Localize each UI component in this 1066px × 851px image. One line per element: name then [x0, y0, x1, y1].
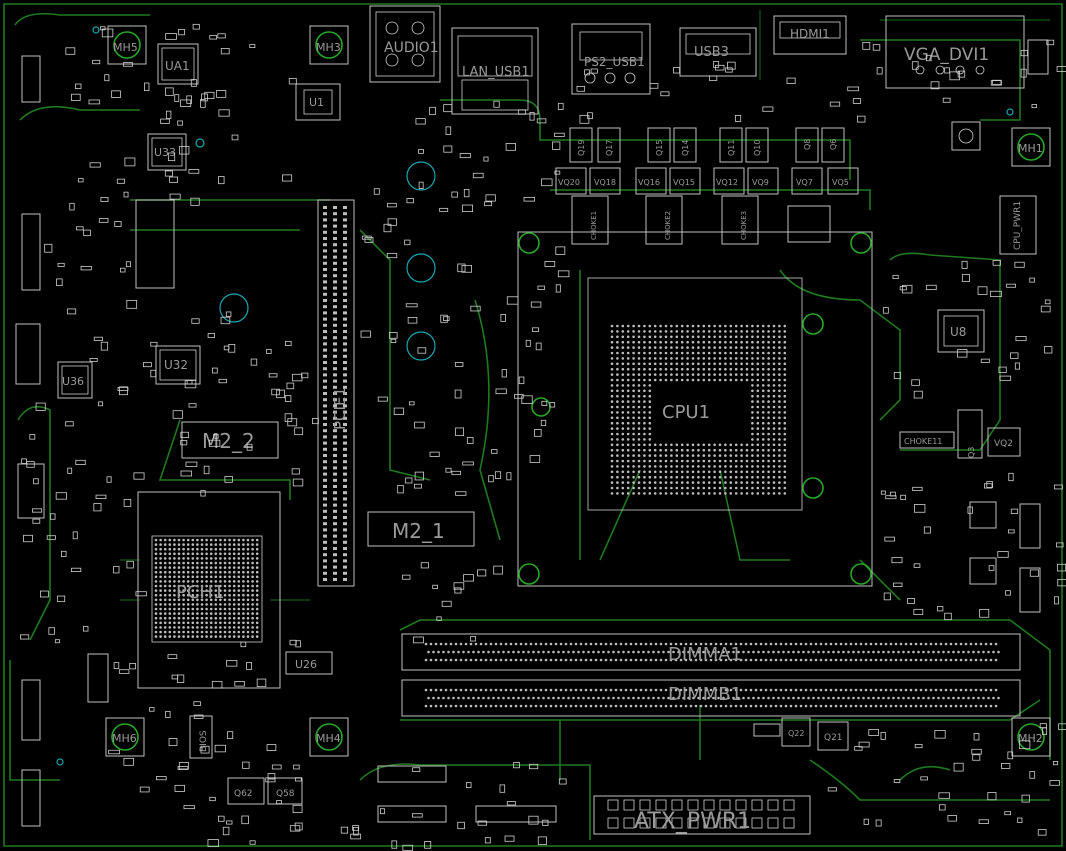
q21-label: Q21: [824, 733, 843, 743]
mounting-hole-mh3: MH3: [309, 25, 349, 65]
atx-label: ATX_PWR1: [634, 809, 751, 834]
choke1-label: CHOKE1: [590, 211, 598, 240]
lan-usb-connector: LAN_USB1: [451, 27, 539, 115]
pch-chip: PCH1: [137, 491, 281, 689]
bios-label: BIOS: [199, 730, 209, 752]
mh6-label: MH6: [112, 732, 137, 745]
mounting-hole-mh2: MH2: [1011, 717, 1051, 757]
dimm-b1-label: DIMMB1: [668, 684, 742, 705]
vrm-mosfets: Q19 Q17 Q15 Q14 Q11 Q10 Q8 Q6 VQ20 VQ18 …: [555, 127, 859, 245]
ic-ua1: UA1: [157, 43, 199, 85]
vga-dvi-connector: VGA_DVI1: [885, 15, 1025, 89]
u33-label: U33: [154, 146, 176, 159]
cpu-pwr-label: CPU_PWR1: [1013, 201, 1023, 250]
ps2-usb-label: PS2_USB1: [584, 55, 645, 69]
mh4-label: MH4: [316, 732, 341, 745]
cpu-socket: CPU1: [517, 231, 873, 587]
ic-u33: U33: [147, 133, 187, 171]
lan-usb-label: LAN_USB1: [462, 65, 530, 80]
m2-2-label: M2_2: [202, 429, 255, 453]
vq16-label: VQ16: [638, 178, 660, 187]
mh5-label: MH5: [113, 41, 138, 54]
mounting-hole-mh6: MH6: [105, 717, 145, 757]
m2-slot-2: M2_2: [181, 421, 279, 459]
hdmi-connector: HDMI1: [773, 15, 847, 55]
dimm-a1-label: DIMMA1: [668, 644, 742, 665]
ua1-label: UA1: [165, 59, 190, 73]
pch-label: PCH1: [176, 582, 224, 603]
m2-slot-1: M2_1: [367, 511, 475, 547]
q58-label: Q58: [276, 789, 295, 799]
usb3-connector: USB3: [679, 27, 757, 77]
u32-label: U32: [164, 358, 188, 372]
cpu-label: CPU1: [662, 402, 710, 423]
left-headers: [15, 39, 1049, 827]
u1-label: U1: [309, 96, 324, 109]
mh3-label: MH3: [316, 41, 341, 54]
through-holes: [56, 26, 1014, 766]
mounting-hole-mh1: MH1: [1011, 127, 1051, 167]
q62-label: Q62: [234, 789, 253, 799]
ic-u26: U26: [285, 651, 333, 675]
vga-dvi-label: VGA_DVI1: [904, 45, 989, 65]
hdmi-label: HDMI1: [790, 27, 830, 41]
atx-power-connector: ATX_PWR1: [593, 795, 811, 835]
u8-label: U8: [950, 325, 966, 339]
q14-label: Q14: [681, 140, 690, 156]
q17-label: Q17: [605, 140, 614, 156]
usb3-label: USB3: [694, 45, 729, 60]
choke3-label: CHOKE3: [740, 211, 748, 240]
pcie-slot: PCIE1: [317, 199, 355, 587]
audio-label: AUDIO1: [384, 40, 439, 56]
vq15-label: VQ15: [673, 178, 695, 187]
pcie-label: PCIE1: [331, 387, 349, 430]
ps2-usb-connector: PS2_USB1: [571, 23, 651, 95]
vq20-label: VQ20: [558, 178, 580, 187]
mh1-label: MH1: [1018, 142, 1043, 155]
vq18-label: VQ18: [594, 178, 616, 187]
scattered-passives: [20, 23, 1066, 851]
mh2-label: MH2: [1018, 732, 1043, 745]
audio-connector: AUDIO1: [369, 5, 441, 83]
q11-label: Q11: [727, 140, 736, 156]
u26-label: U26: [295, 658, 317, 671]
q22-label: Q22: [788, 729, 804, 738]
vq2-label: VQ2: [994, 439, 1013, 449]
ic-u36: U36: [57, 361, 93, 399]
mounting-hole-mh5: MH5: [107, 25, 147, 65]
q15-label: Q15: [655, 140, 664, 156]
choke11-label: CHOKE11: [904, 437, 942, 446]
u36-label: U36: [62, 375, 84, 388]
vq5-label: VQ5: [832, 178, 849, 187]
ic-u32: U32: [155, 345, 201, 385]
vq9-label: VQ9: [752, 178, 769, 187]
vq12-label: VQ12: [716, 178, 738, 187]
choke2-label: CHOKE2: [664, 211, 672, 240]
ic-u8: U8: [937, 309, 985, 353]
q8-label: Q8: [803, 139, 812, 150]
dimm-slot-a1: DIMMA1: [401, 633, 1021, 671]
vq7-label: VQ7: [796, 178, 813, 187]
dimm-slot-b1: DIMMB1: [401, 679, 1021, 717]
right-vrm: CHOKE11 Q3 VQ2: [899, 121, 1021, 585]
q6-label: Q6: [829, 139, 838, 150]
q3-label: Q3: [967, 447, 976, 458]
mounting-hole-mh4: MH4: [309, 717, 349, 757]
q19-label: Q19: [577, 140, 586, 156]
ic-u1: U1: [295, 83, 341, 121]
bottom-components: Q22 Q21 Q62 Q58: [227, 717, 849, 823]
q10-label: Q10: [753, 140, 762, 156]
m2-1-label: M2_1: [392, 519, 445, 543]
